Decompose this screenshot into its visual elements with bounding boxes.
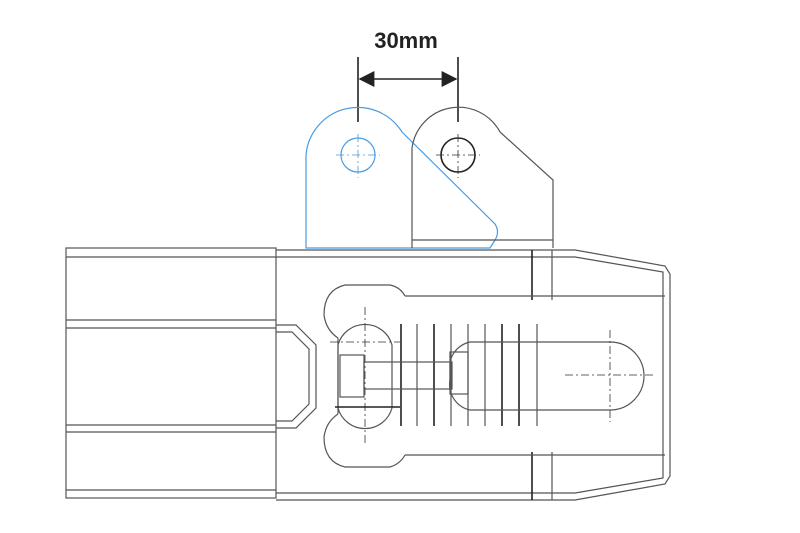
main-body — [276, 249, 671, 501]
dimension-lines — [357, 57, 459, 122]
tab-black — [411, 106, 554, 248]
dimension-label: 30mm — [374, 28, 438, 53]
offset-tab-blue — [305, 106, 499, 249]
left-block — [65, 247, 317, 499]
fins — [400, 324, 538, 426]
